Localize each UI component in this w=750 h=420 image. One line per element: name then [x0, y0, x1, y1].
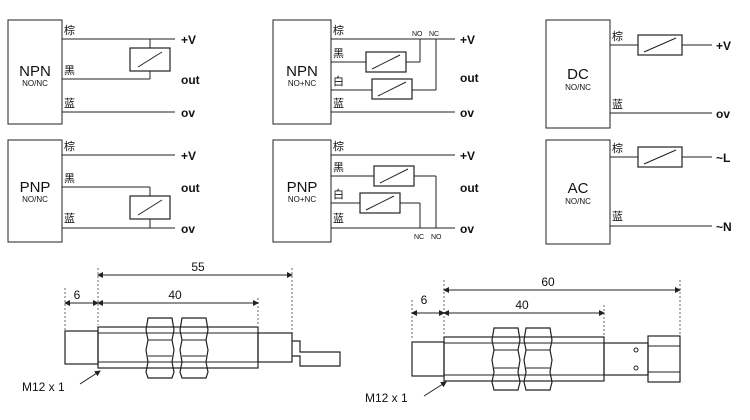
sensor-type: DC: [567, 66, 589, 83]
terminal-pos: +V: [181, 33, 196, 47]
terminal-out: out: [181, 181, 200, 195]
sensor-box: [545, 19, 611, 129]
terminal-out-1: out: [460, 71, 479, 85]
npn-3wire-diagram: NPN NO/NC 棕 黑 蓝 +V out ov: [7, 19, 200, 125]
wire-blue-label: 蓝: [333, 212, 344, 225]
sensor-type: PNP: [20, 179, 51, 196]
terminal-out: out: [181, 73, 200, 87]
nut-1: [145, 317, 175, 379]
wire-white-label: 白: [333, 74, 344, 88]
wire-brown-label: 棕: [64, 139, 75, 153]
pnp-4wire-diagram: PNP NO+NC NC NO 棕 黑 白 蓝 +V out ov: [272, 139, 479, 243]
sensor-type: NPN: [19, 63, 51, 80]
dim-head: 6: [74, 288, 81, 302]
load-box-nc: [371, 78, 413, 100]
terminal-zero: ov: [460, 222, 474, 236]
wire-brown-label: 棕: [612, 29, 623, 43]
dim-body: 40: [515, 298, 529, 312]
sensor-box: [545, 139, 611, 245]
sensing-face: [411, 341, 445, 377]
wire-blue-label: 蓝: [64, 97, 75, 110]
nc-label: NC: [429, 31, 439, 38]
wire-blue-label: 蓝: [333, 97, 344, 110]
dim-overall: 60: [541, 275, 555, 289]
npn-4wire-diagram: NPN NO+NC NO NC 棕 黑 白 蓝 +V out ov: [272, 19, 479, 125]
wire-black-label: 黑: [64, 172, 75, 185]
wire-blue-label: 蓝: [612, 98, 623, 111]
sensor-mode: NO+NC: [288, 79, 316, 88]
wire-brown-label: 棕: [333, 139, 344, 153]
terminal-pos: +V: [460, 33, 475, 47]
sensing-face: [64, 330, 99, 365]
wire-blue-label: 蓝: [612, 210, 623, 223]
load-box: [129, 195, 171, 220]
terminal-zero: ov: [181, 222, 195, 236]
wire-blue-label: 蓝: [64, 212, 75, 225]
terminal-pos: +V: [181, 149, 196, 163]
pnp-3wire-diagram: PNP NO/NC 棕 黑 蓝 +V out ov: [7, 139, 200, 243]
terminal-zero: ov: [460, 106, 474, 120]
wire-brown-label: 棕: [333, 23, 344, 37]
dc-2wire-diagram: DC NO/NC 棕 蓝 +V ov: [545, 19, 731, 129]
wire-black-label: 黑: [64, 64, 75, 77]
sensor-type: NPN: [286, 63, 318, 80]
terminal-n: ~N: [716, 220, 732, 234]
sensor-box: [272, 139, 332, 243]
terminal-out-1: out: [460, 181, 479, 195]
nut-2: [523, 327, 553, 391]
nut-1: [491, 327, 521, 391]
wire-brown-label: 棕: [612, 141, 623, 155]
nc-label: NC: [414, 234, 424, 241]
dim-body: 40: [168, 288, 182, 302]
terminal-pos: +V: [460, 149, 475, 163]
sensor-drawing-left: 55 40 6 M12 x 1: [22, 260, 341, 394]
sensor-type: AC: [568, 180, 589, 197]
terminal-zero: ov: [181, 106, 195, 120]
sensor-box: [7, 19, 63, 125]
wire-white-label: 白: [333, 187, 344, 201]
ac-2wire-diagram: AC NO/NC 棕 蓝 ~L ~N: [545, 139, 732, 245]
wire-black-label: 黑: [333, 47, 344, 60]
thread-label: M12 x 1: [22, 380, 65, 394]
nut-2: [179, 317, 209, 379]
terminal-l: ~L: [716, 151, 730, 165]
terminal-zero: ov: [716, 107, 730, 121]
sensor-tail: [603, 342, 649, 376]
sensor-type: PNP: [287, 179, 318, 196]
load-box: [129, 47, 171, 72]
wire-brown-label: 棕: [64, 23, 75, 37]
sensor-box: [272, 19, 332, 125]
sensor-drawing-right: 60 40 6 M12 x 1: [365, 275, 681, 405]
sensor-box: [7, 139, 63, 243]
wire-black-label: 黑: [333, 161, 344, 174]
sensor-mode: NO/NC: [22, 195, 48, 204]
connector: [647, 335, 681, 383]
sensor-mode: NO/NC: [565, 83, 591, 92]
dim-head: 6: [421, 293, 428, 307]
thread-label: M12 x 1: [365, 391, 408, 405]
no-label: NO: [431, 234, 442, 241]
sensor-tail: [257, 332, 293, 363]
sensor-mode: NO/NC: [22, 79, 48, 88]
sensor-mode: NO+NC: [288, 195, 316, 204]
dim-overall: 55: [191, 260, 205, 274]
terminal-pos: +V: [716, 39, 731, 53]
sensor-mode: NO/NC: [565, 197, 591, 206]
cable: [292, 340, 341, 367]
no-label: NO: [412, 31, 423, 38]
